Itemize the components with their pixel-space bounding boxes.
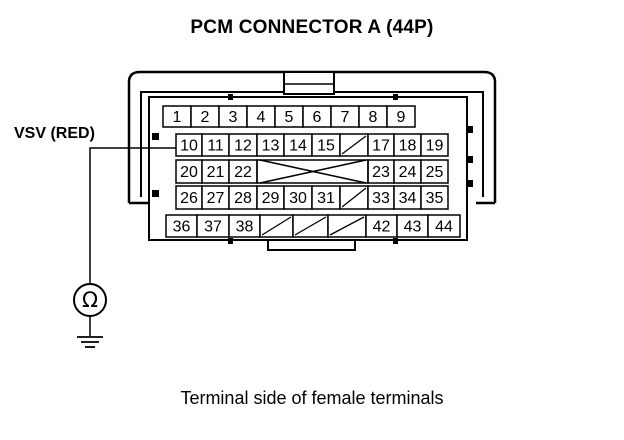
unused-terminal-block	[259, 159, 367, 184]
terminal-label-14: 14	[289, 138, 307, 155]
unused-terminal-slash	[294, 216, 327, 236]
terminal-label-19: 19	[426, 138, 444, 155]
terminal-label-27: 27	[207, 190, 225, 207]
terminal-label-5: 5	[285, 109, 294, 126]
terminal-19	[420, 133, 449, 157]
terminal-label-1: 1	[173, 109, 182, 126]
connector-latch	[283, 71, 335, 95]
connector-key	[267, 240, 356, 251]
terminal-label-25: 25	[426, 164, 444, 181]
unused-terminal-slash	[341, 135, 367, 155]
terminal-label-37: 37	[204, 219, 222, 236]
unused-terminal-slash	[261, 216, 292, 236]
terminal-label-22: 22	[234, 164, 252, 181]
terminal-label-35: 35	[426, 190, 444, 207]
probe-wire	[89, 147, 176, 284]
terminal-label-6: 6	[313, 109, 322, 126]
terminal-label-34: 34	[399, 190, 417, 207]
terminal-label-21: 21	[207, 164, 225, 181]
terminal-label-7: 7	[341, 109, 350, 126]
terminal-label-11: 11	[207, 138, 224, 155]
terminal-label-20: 20	[180, 164, 198, 181]
terminal-44	[427, 214, 461, 238]
terminal-label-10: 10	[180, 138, 198, 155]
terminal-label-26: 26	[180, 190, 198, 207]
terminal-label-38: 38	[236, 219, 254, 236]
diagram-title: PCM CONNECTOR A (44P)	[190, 17, 434, 38]
wire-label: VSV (RED)	[14, 125, 95, 142]
terminal-label-42: 42	[373, 219, 391, 236]
terminal-label-44: 44	[435, 219, 453, 236]
terminal-label-24: 24	[399, 164, 417, 181]
terminal-label-18: 18	[399, 138, 417, 155]
terminal-label-13: 13	[262, 138, 280, 155]
diagram-caption: Terminal side of female terminals	[180, 388, 444, 408]
unused-terminal-slash	[329, 216, 365, 236]
terminal-label-29: 29	[262, 190, 280, 207]
terminal-label-23: 23	[372, 164, 390, 181]
terminal-label-12: 12	[234, 138, 252, 155]
terminal-label-28: 28	[234, 190, 252, 207]
terminal-35	[420, 185, 449, 210]
terminal-label-15: 15	[317, 138, 335, 155]
terminal-label-17: 17	[372, 138, 390, 155]
terminal-label-30: 30	[289, 190, 307, 207]
terminal-label-3: 3	[229, 109, 238, 126]
ground-icon	[77, 336, 103, 348]
unused-terminal-slash	[341, 187, 367, 208]
terminal-label-9: 9	[397, 109, 406, 126]
ohmmeter-symbol: Ω	[82, 288, 98, 312]
terminal-label-4: 4	[257, 109, 266, 126]
terminal-25	[420, 159, 449, 184]
terminal-label-31: 31	[317, 190, 335, 207]
terminal-label-43: 43	[404, 219, 422, 236]
terminal-label-2: 2	[201, 109, 210, 126]
terminal-9	[386, 105, 416, 128]
unused-terminal-outline	[256, 159, 369, 184]
terminal-label-33: 33	[372, 190, 390, 207]
terminal-label-36: 36	[173, 219, 191, 236]
terminal-label-8: 8	[369, 109, 378, 126]
